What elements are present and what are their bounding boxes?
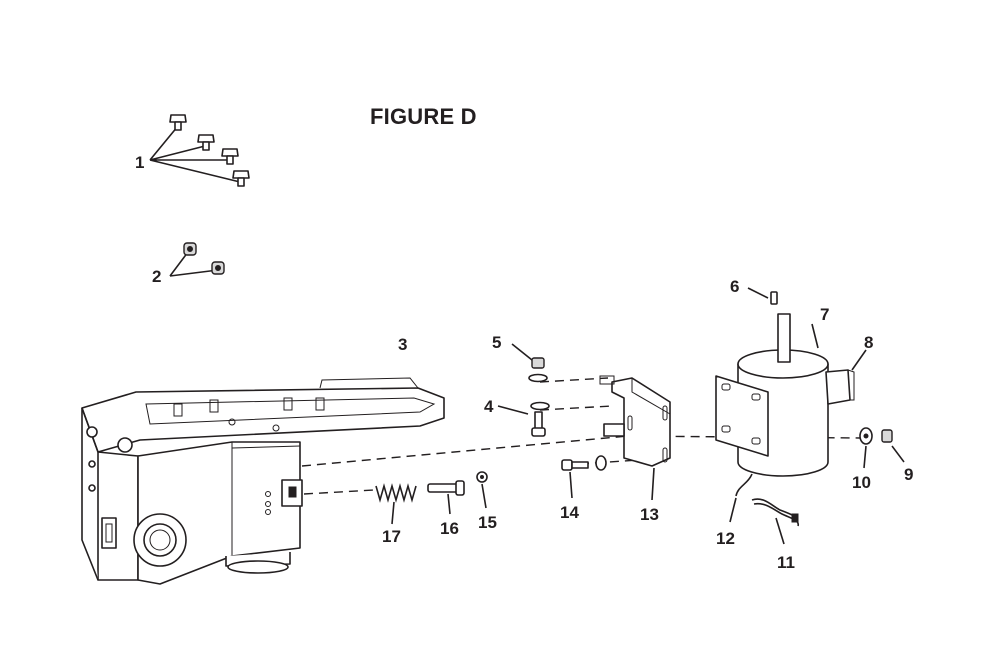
figure-title: FIGURE D (370, 104, 477, 129)
part-11-cord (751, 498, 800, 545)
callout-13: 13 (640, 505, 659, 524)
callout-3: 3 (398, 335, 407, 354)
callout-14: 14 (560, 503, 579, 522)
callout-4: 4 (484, 397, 494, 416)
part-9-nut (881, 429, 905, 463)
part-13-bracket (599, 375, 671, 501)
callout-15: 15 (478, 513, 497, 532)
part-10-washer (859, 427, 873, 469)
callout-8: 8 (864, 333, 873, 352)
callout-labels: 1 2 3 4 5 6 7 8 9 10 11 12 13 14 15 16 1… (135, 153, 913, 572)
part-12-wire (729, 473, 753, 523)
callout-10: 10 (852, 473, 871, 492)
part-5-nut-washer (511, 343, 548, 383)
part-15-clip (476, 471, 488, 509)
callout-12: 12 (716, 529, 735, 548)
callout-17: 17 (382, 527, 401, 546)
part-1-screws (149, 114, 250, 187)
callout-9: 9 (904, 465, 913, 484)
part-4-bolt-washer (497, 401, 550, 437)
part-2-set-screws (169, 242, 225, 277)
part-6-key (747, 287, 778, 305)
part-7-motor (715, 313, 829, 477)
part-3-base-housing (81, 377, 445, 585)
part-14-bolt (561, 455, 607, 499)
callout-2: 2 (152, 267, 161, 286)
callout-7: 7 (820, 305, 829, 324)
part-8-capacitor-box (825, 349, 867, 405)
callout-16: 16 (440, 519, 459, 538)
callout-1: 1 (135, 153, 144, 172)
part-16-pin (427, 480, 465, 515)
callout-11: 11 (777, 553, 795, 572)
callout-6: 6 (730, 277, 739, 296)
callout-5: 5 (492, 333, 501, 352)
part-17-spring (375, 483, 417, 525)
